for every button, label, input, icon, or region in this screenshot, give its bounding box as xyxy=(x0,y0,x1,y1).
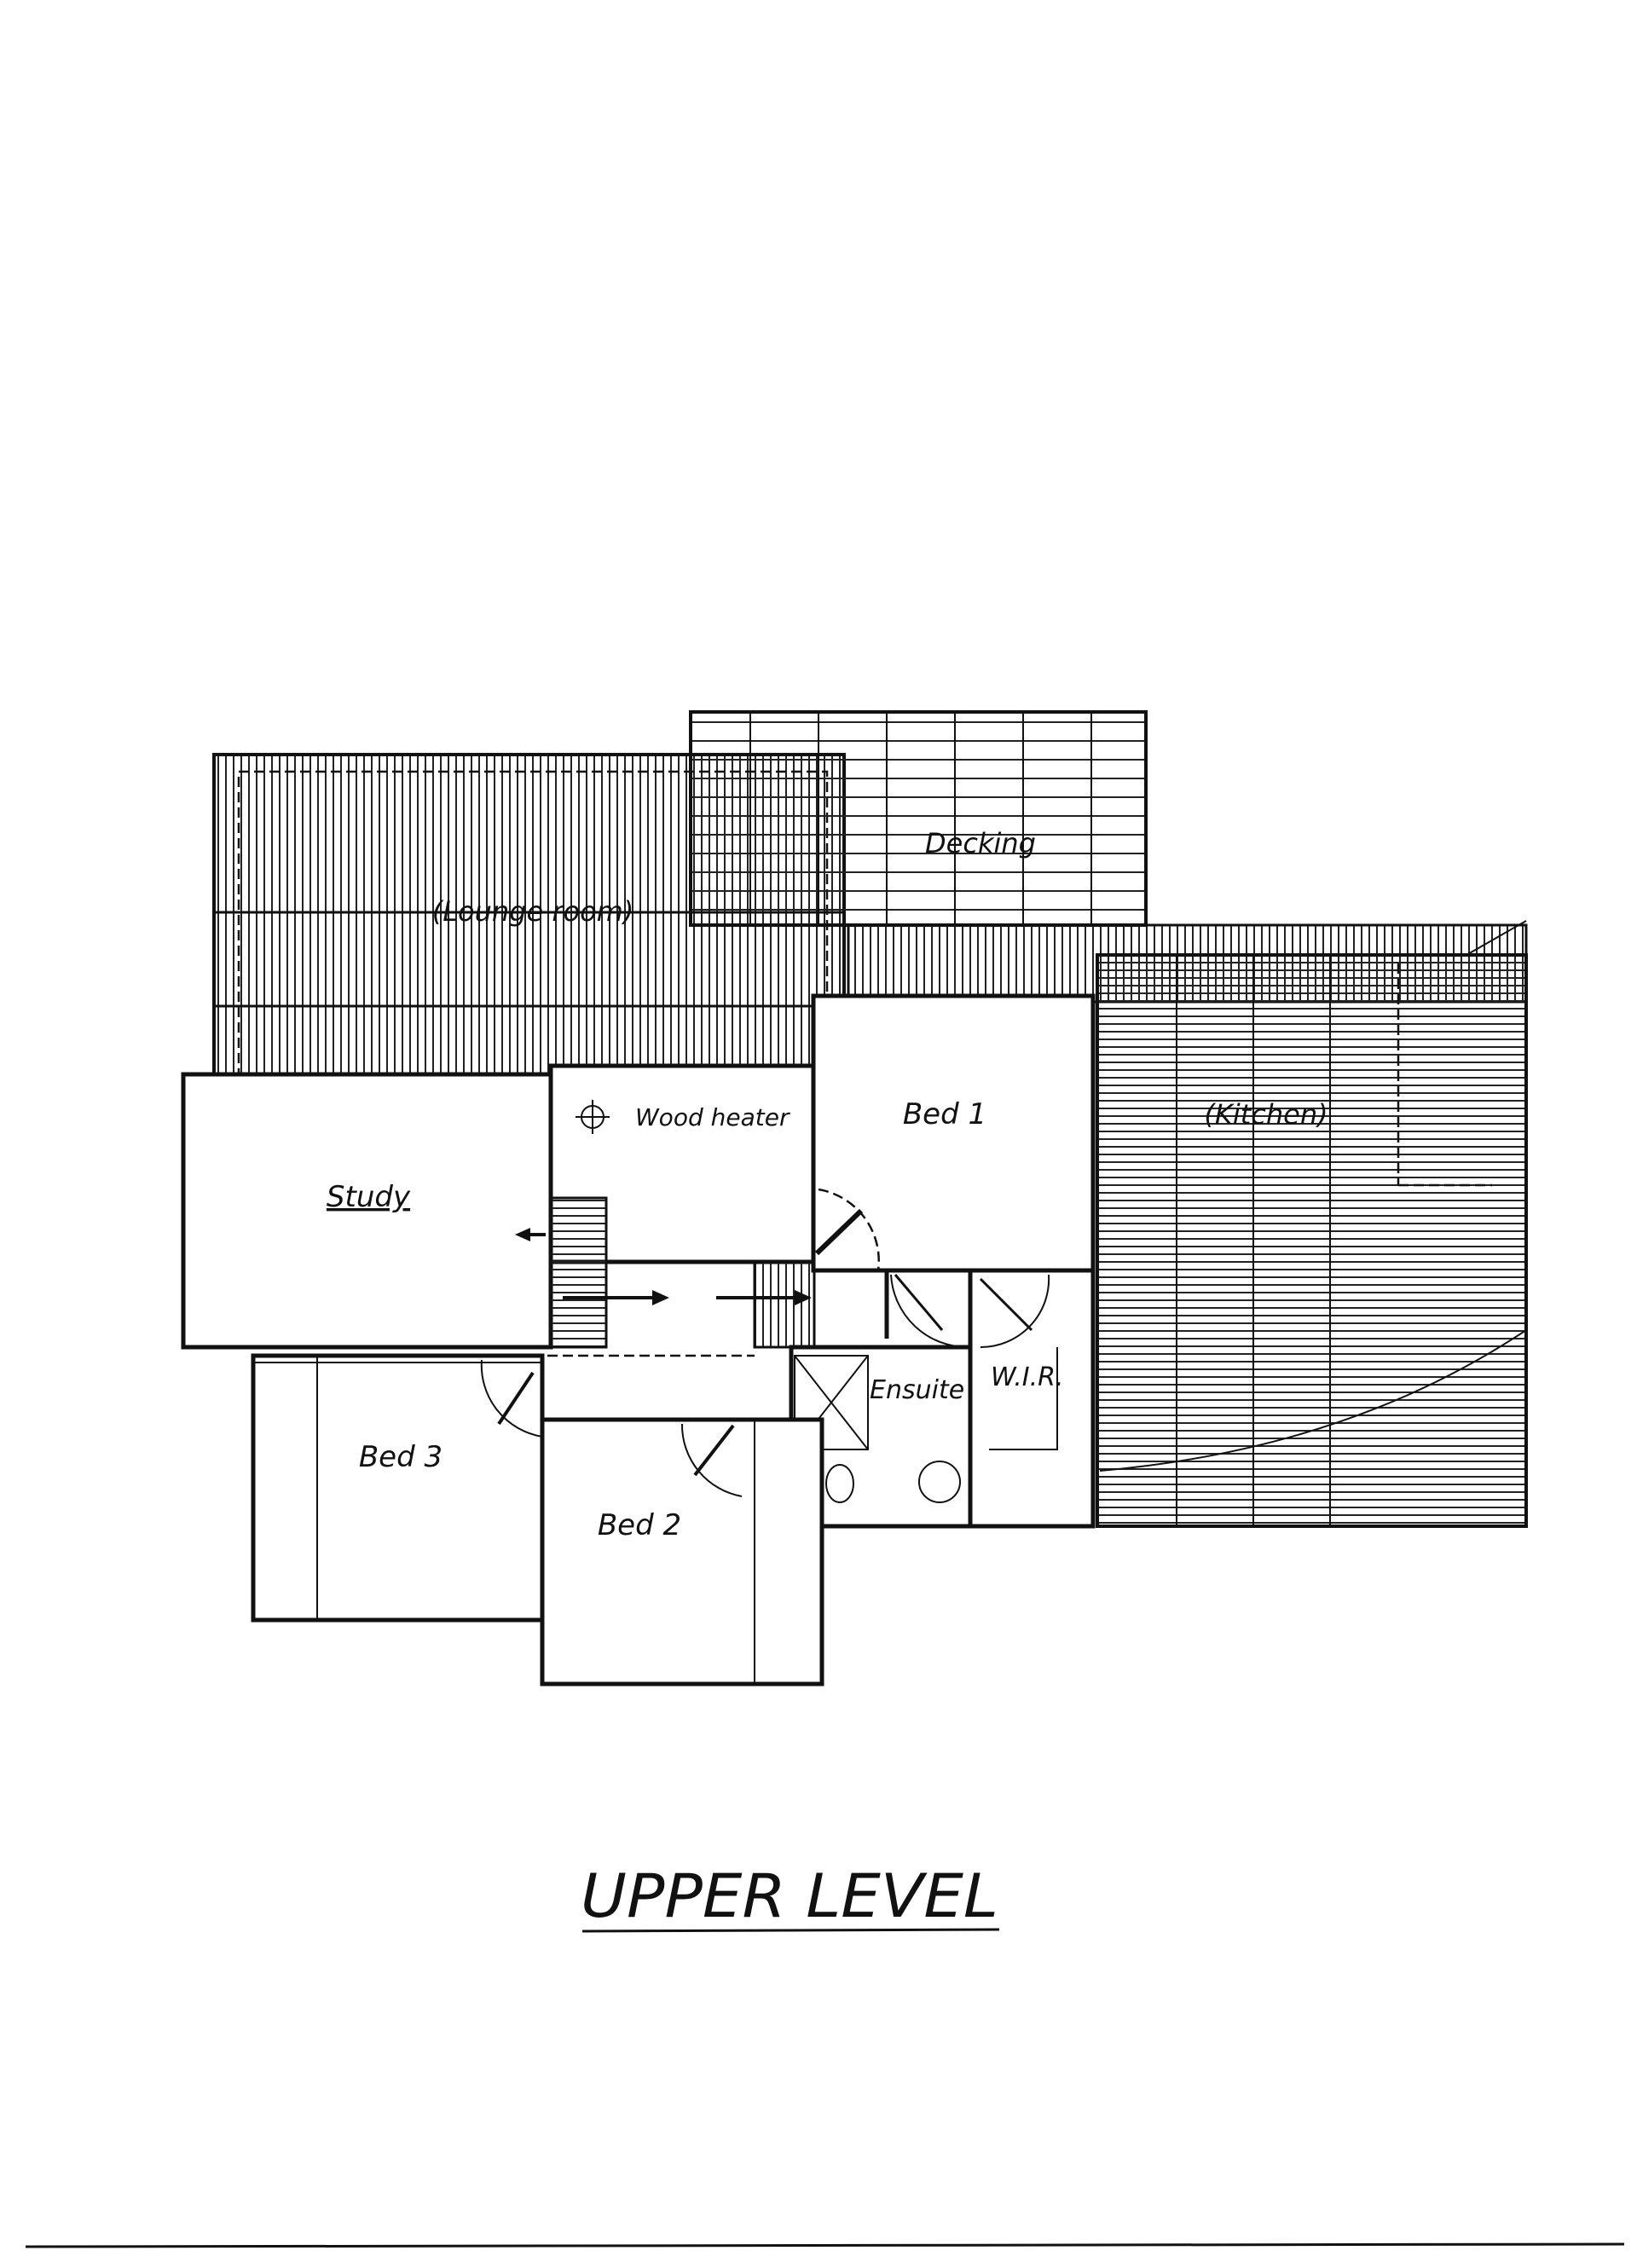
shower-icon xyxy=(794,1355,869,1450)
wood-heater-room: Wood heater xyxy=(548,1063,816,1264)
arrow-left-icon xyxy=(515,1228,530,1241)
title-underline xyxy=(581,1928,1000,1933)
bed3-room: Bed 3 xyxy=(251,1353,545,1623)
wir-room: W.I.R. xyxy=(968,1268,1096,1529)
spa-bath-icon xyxy=(918,1461,961,1503)
study-label: Study xyxy=(327,1180,411,1214)
arrow-right-icon xyxy=(795,1290,812,1305)
bed3-label: Bed 3 xyxy=(359,1440,443,1474)
bed1-room: Bed 1 xyxy=(811,993,1096,1339)
kitchen-area: (Kitchen) xyxy=(1096,920,1528,1528)
page-bottom-line xyxy=(25,2242,1625,2248)
arrow-right-icon xyxy=(652,1290,669,1305)
bed2-label: Bed 2 xyxy=(598,1508,681,1542)
ensuite-door-swing xyxy=(890,1274,969,1349)
bed1-door xyxy=(814,1208,864,1256)
toilet-icon xyxy=(825,1464,854,1503)
bed1-label: Bed 1 xyxy=(903,1097,986,1131)
wir-label: W.I.R. xyxy=(991,1363,1064,1392)
kitchen-label: (Kitchen) xyxy=(1204,1098,1328,1131)
bed2-room: Bed 2 xyxy=(540,1417,824,1687)
wood-heater-label: Wood heater xyxy=(635,1103,790,1131)
decking-label: Decking xyxy=(925,827,1036,859)
study-room: Study xyxy=(181,1072,553,1350)
lounge-room-label: (Lounge room) xyxy=(432,895,634,928)
ensuite-label: Ensuite xyxy=(870,1375,964,1405)
wood-heater-icon xyxy=(576,1100,610,1134)
drawing-title: UPPER LEVEL xyxy=(581,1861,998,1931)
